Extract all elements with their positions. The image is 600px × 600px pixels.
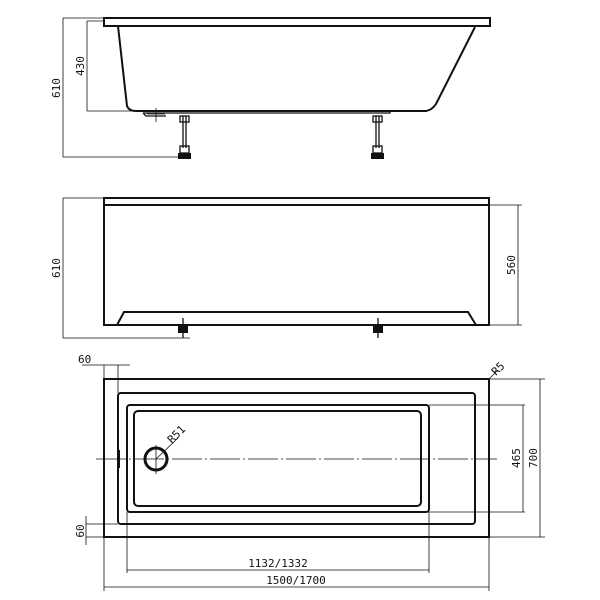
support-leg [371, 115, 384, 159]
tub-rim [103, 17, 491, 27]
front-view: 610 560 [50, 197, 522, 339]
dim-drain-radius-label: R51 [165, 423, 188, 446]
corner-radius-leader [488, 369, 499, 380]
dim-overall-length-label: 1500/1700 [266, 574, 326, 587]
drain-radius-leader [155, 437, 179, 474]
support-leg [373, 318, 383, 338]
front-panel [103, 197, 490, 326]
dim-panel-height-label: 560 [505, 255, 518, 275]
basin-floor [133, 410, 422, 507]
support-leg [178, 115, 191, 159]
drain-overflow-mark [147, 108, 165, 122]
panel-base-cutout [116, 311, 477, 326]
dim-rim-width-top-label: 60 [78, 353, 91, 366]
tub-body-profile [117, 25, 476, 112]
dim-rim-width-bottom-label: 60 [74, 524, 87, 537]
dim-basin-depth-label: 430 [74, 56, 87, 76]
overflow [117, 450, 120, 468]
dim-basin-width-label: 465 [510, 448, 523, 468]
dim-basin-length-label: 1132/1332 [248, 557, 308, 570]
tub-bottom-base [142, 111, 391, 117]
dim-overall-width-label: 700 [527, 448, 540, 468]
support-leg [178, 318, 188, 338]
dim-overall-height-label: 610 [50, 78, 63, 98]
dimension-lines [62, 197, 522, 339]
dimension-lines [82, 364, 545, 591]
top-view: R51 R5 60 60 465 700 1132/1332 1500/1700 [74, 353, 545, 591]
outer-rim [103, 378, 490, 538]
side-view: 610 430 [50, 17, 491, 159]
dim-overall-height-label: 610 [50, 258, 63, 278]
dimension-lines [62, 17, 190, 158]
basin-outline [126, 404, 430, 513]
dim-corner-radius-label: R5 [489, 360, 508, 379]
